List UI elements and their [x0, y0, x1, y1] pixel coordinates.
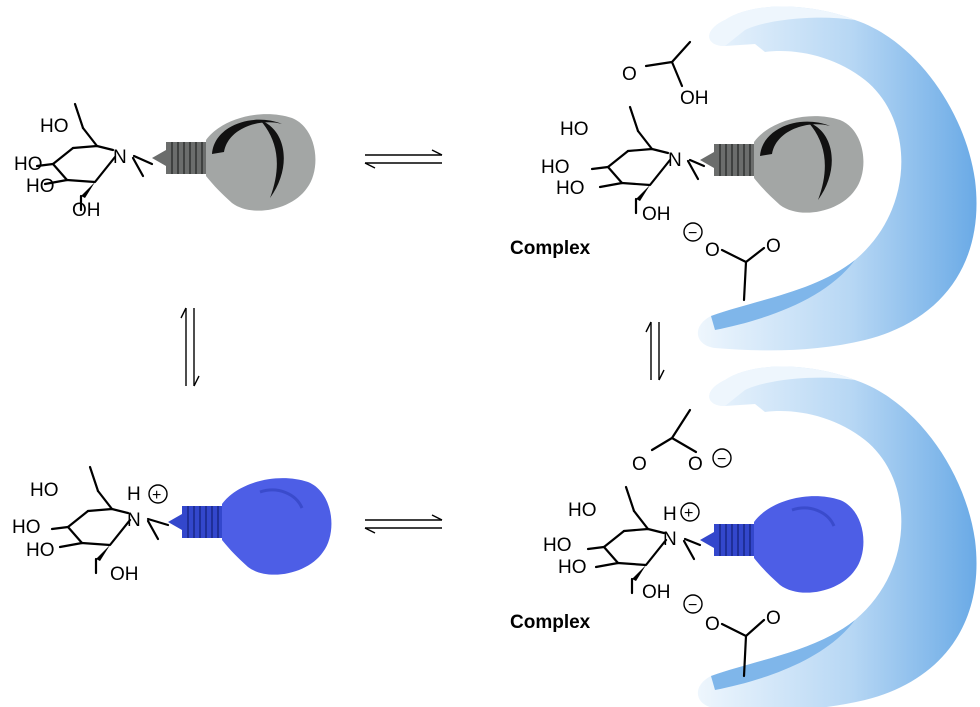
equilibrium-arrow-icon	[364, 149, 443, 169]
o-label: O	[766, 608, 781, 629]
lightbulb-icon	[151, 113, 317, 212]
ho-label: HO	[26, 176, 55, 197]
plus-sign: +	[152, 487, 161, 504]
plus-charge-icon	[680, 502, 700, 522]
complex-label: Complex	[510, 612, 591, 633]
ho-label: HO	[26, 540, 55, 561]
n-atom: N	[668, 150, 682, 171]
ho-label: HO	[14, 154, 43, 175]
minus-charge-icon	[683, 594, 703, 614]
minus-sign: −	[688, 225, 697, 242]
h-label: H	[663, 504, 677, 525]
equilibrium-arrow-icon	[364, 514, 443, 534]
lightbulb-icon	[699, 115, 865, 214]
neutral-molecule: N HO HO HO OH	[14, 102, 317, 221]
ho-label: HO	[560, 119, 589, 140]
ho-label: HO	[12, 517, 41, 538]
ho-label: HO	[543, 535, 572, 556]
plus-sign: +	[684, 505, 693, 522]
ho-label: HO	[556, 178, 585, 199]
h-label: H	[127, 484, 141, 505]
minus-charge-icon	[712, 448, 732, 468]
oh-label: OH	[110, 564, 139, 585]
ho-label: HO	[541, 157, 570, 178]
lightbulb-icon	[166, 476, 333, 577]
n-atom: N	[127, 510, 141, 531]
minus-sign: −	[717, 451, 726, 468]
minus-sign: −	[688, 597, 697, 614]
minus-charge-icon	[683, 222, 703, 242]
plus-charge-icon	[148, 484, 168, 504]
o-label: O	[632, 454, 647, 475]
n-atom: N	[113, 147, 127, 168]
o-label: O	[705, 240, 720, 261]
ho-label: HO	[30, 480, 59, 501]
oh-label: OH	[680, 88, 709, 109]
complex-protonated: O O − − O O N H + HO HO HO OH Complex	[510, 366, 977, 707]
o-label: O	[622, 64, 637, 85]
n-atom: N	[663, 529, 677, 550]
lightbulb-icon	[698, 494, 865, 595]
complex-neutral: O OH − O O N HO HO HO OH Complex	[510, 6, 977, 351]
oh-label: OH	[642, 582, 671, 603]
o-label: O	[688, 454, 703, 475]
o-label: O	[766, 236, 781, 257]
complex-label: Complex	[510, 238, 591, 259]
equilibrium-arrow-icon	[645, 321, 665, 381]
ho-label: HO	[558, 557, 587, 578]
equilibrium-arrow-icon	[180, 307, 200, 387]
ho-label: HO	[40, 116, 69, 137]
ho-label: HO	[568, 500, 597, 521]
oh-label: OH	[72, 200, 101, 221]
oh-label: OH	[642, 204, 671, 225]
protonated-molecule: N H + HO HO HO OH	[12, 465, 333, 585]
o-label: O	[705, 614, 720, 635]
